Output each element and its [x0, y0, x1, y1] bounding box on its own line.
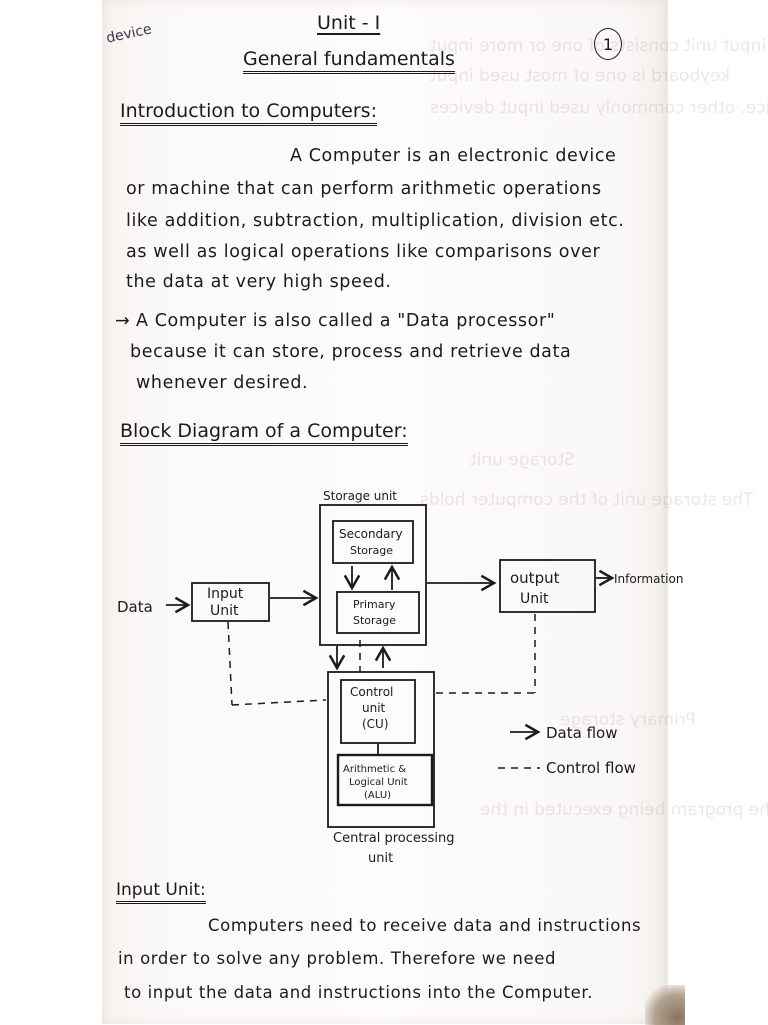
- legend-data-flow-label: Data flow: [546, 724, 617, 742]
- storage-unit-label: Storage unit: [323, 489, 397, 503]
- data-input-label: Data: [117, 598, 153, 616]
- cpu-label-2: unit: [368, 851, 393, 866]
- control-unit-label: Control: [350, 685, 393, 699]
- output-unit-label-2: Unit: [520, 591, 549, 607]
- subject-title-text: General fundamentals: [243, 48, 455, 74]
- input-unit-heading-text: Input Unit:: [116, 880, 206, 904]
- input-unit-heading: Input Unit:: [116, 880, 206, 904]
- information-output-label: Information: [614, 572, 683, 586]
- intro-line-3: like addition, subtraction, multiplicati…: [126, 211, 625, 231]
- page-corner-stain: [645, 985, 685, 1025]
- legend-control-flow-label: Control flow: [546, 759, 636, 777]
- control-unit-label-2: unit: [362, 701, 386, 715]
- secondary-storage-label-2: Storage: [350, 544, 393, 557]
- intro-line-4: as well as logical operations like compa…: [126, 242, 601, 262]
- input-unit-line-1: Computers need to receive data and instr…: [208, 916, 642, 935]
- input-unit-line-3: to input the data and instructions into …: [124, 983, 594, 1002]
- page-number: 1: [594, 28, 622, 60]
- bullet-line-2: because it can store, process and retrie…: [130, 342, 572, 362]
- block-diagram-heading: Block Diagram of a Computer:: [120, 420, 408, 446]
- cpu-box: [327, 671, 435, 828]
- primary-storage-box: [336, 591, 420, 634]
- secondary-storage-box: [332, 520, 414, 564]
- input-unit-line-2: in order to solve any problem. Therefore…: [118, 949, 557, 968]
- output-unit-label: output: [510, 569, 560, 587]
- block-diagram-heading-text: Block Diagram of a Computer:: [120, 420, 408, 446]
- input-unit-label-2: Unit: [210, 603, 239, 619]
- control-unit-label-3: (CU): [362, 717, 389, 731]
- input-unit-label: Input: [207, 586, 244, 602]
- intro-line-2: or machine that can perform arithmetic o…: [126, 179, 602, 199]
- bullet-line-1: A Computer is also called a "Data proces…: [136, 311, 556, 331]
- input-unit-box: [191, 582, 270, 622]
- alu-label-2: Logical Unit: [349, 777, 408, 788]
- subject-title: General fundamentals: [243, 48, 455, 74]
- storage-unit-box: [319, 504, 427, 646]
- intro-line-1: A Computer is an electronic device: [290, 146, 617, 166]
- primary-storage-label: Primary: [353, 598, 396, 611]
- primary-storage-label-2: Storage: [353, 614, 396, 627]
- alu-label: Arithmetic &: [343, 764, 406, 775]
- cpu-label: Central processing: [333, 831, 455, 846]
- bullet-line-3: whenever desired.: [136, 373, 309, 393]
- intro-heading: Introduction to Computers:: [120, 100, 377, 126]
- secondary-storage-label: Secondary: [339, 527, 403, 541]
- output-unit-box: [499, 559, 596, 613]
- notebook-page: [102, 0, 668, 1024]
- alu-box: [336, 753, 434, 807]
- unit-title: Unit - I: [317, 12, 381, 34]
- intro-line-5: the data at very high speed.: [126, 272, 392, 292]
- bullet-arrow-icon: →: [115, 311, 131, 331]
- intro-heading-text: Introduction to Computers:: [120, 100, 377, 126]
- alu-label-3: (ALU): [364, 790, 391, 801]
- control-unit-box: [340, 679, 416, 744]
